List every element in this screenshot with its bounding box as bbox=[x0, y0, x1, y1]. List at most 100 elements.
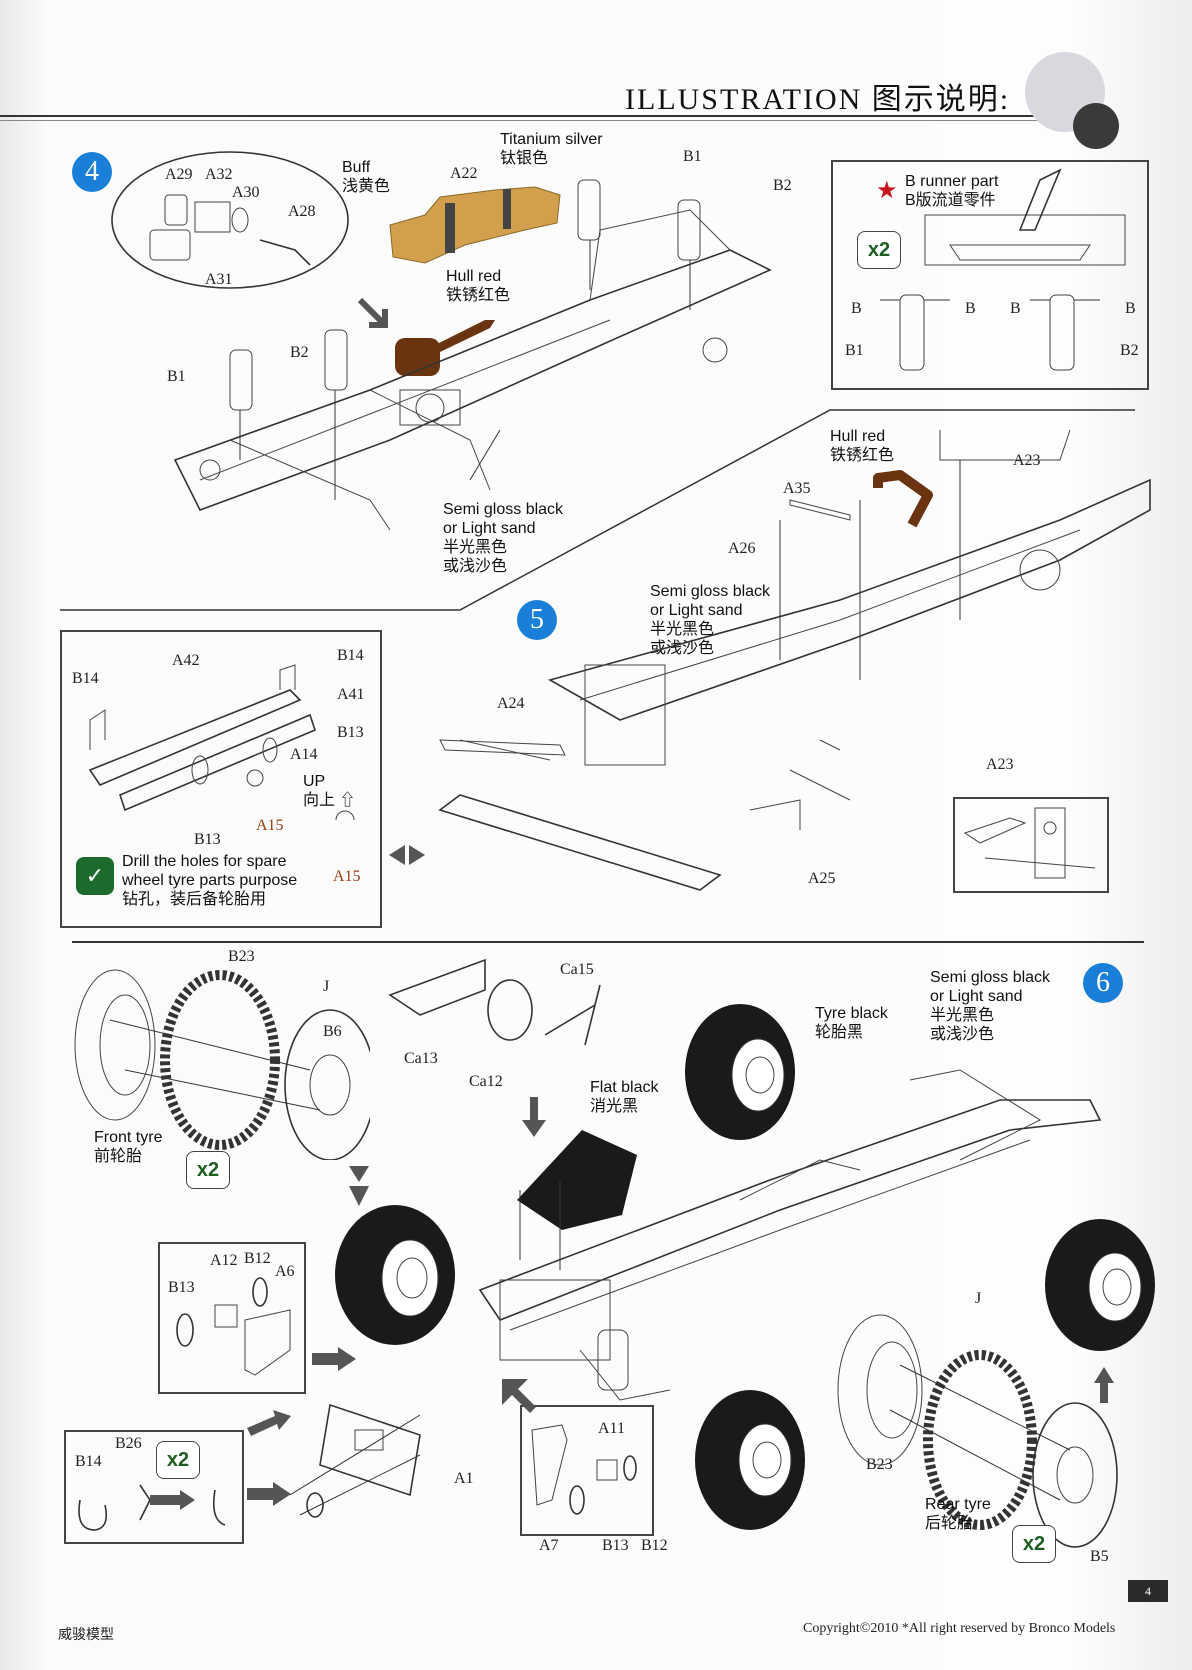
rear-tyre-label: Rear tyre 后轮胎 bbox=[925, 1496, 991, 1532]
part-label-b13-inset-a: B13 bbox=[168, 1279, 195, 1296]
front-tyre-exploded-drawing bbox=[74, 969, 370, 1160]
part-label-a14: A14 bbox=[290, 746, 318, 763]
shackle-inset-drawing bbox=[78, 1484, 226, 1531]
multiplier-badge-front-tyre: x2 bbox=[186, 1151, 230, 1189]
semi-gloss-note-step4: Semi gloss black or Light sand 半光黑色 或浅沙色 bbox=[443, 501, 564, 575]
direction-arrow-icon bbox=[522, 1097, 546, 1137]
page-title: ILLUSTRATION 图示说明: bbox=[625, 83, 1011, 116]
tow-hook-inset-drawing bbox=[176, 1277, 291, 1376]
direction-arrow-icon bbox=[389, 845, 425, 865]
step-6-chassis-drawing bbox=[478, 1069, 1102, 1401]
step-4-badge: 4 bbox=[72, 152, 112, 192]
part-label-a28: A28 bbox=[288, 203, 316, 220]
part-label-ca12: Ca12 bbox=[469, 1073, 503, 1090]
part-label-j-rear: J bbox=[975, 1290, 982, 1307]
part-label-a12: A12 bbox=[210, 1252, 238, 1269]
b-runner-note: B runner part B版流道零件 bbox=[905, 173, 999, 209]
runner-cutting-diagram bbox=[924, 168, 1126, 266]
part-label-b13-bottom: B13 bbox=[194, 831, 221, 848]
direction-arrow-icon bbox=[247, 1482, 291, 1506]
hull-red-note-step5: Hull red 铁锈红色 bbox=[830, 428, 895, 464]
step-4-chassis-drawing bbox=[173, 179, 772, 531]
part-label-b14-left: B14 bbox=[72, 670, 99, 687]
star-icon: ★ bbox=[876, 177, 898, 204]
part-label-a1: A1 bbox=[454, 1470, 474, 1487]
part-label-ca13: Ca13 bbox=[404, 1050, 438, 1067]
part-label-b2-step4-right: B2 bbox=[773, 177, 792, 194]
front-tyre-label: Front tyre 前轮胎 bbox=[94, 1129, 163, 1165]
gate-label-b-1: B bbox=[851, 300, 862, 317]
front-tyre-assembled-right bbox=[685, 1004, 795, 1140]
rear-tyre-exploded-drawing bbox=[837, 1314, 1118, 1548]
rear-tow-inset-drawing bbox=[531, 1424, 637, 1515]
part-label-b2-step4: B2 bbox=[290, 344, 309, 361]
b-runner-box bbox=[831, 160, 1149, 390]
titanium-silver-note: Titanium silver 钛银色 bbox=[500, 131, 603, 167]
part-label-b6: B6 bbox=[323, 1023, 342, 1040]
fuel-tank-part-a22 bbox=[389, 186, 561, 264]
rear-tyre-assembled-left bbox=[695, 1390, 805, 1530]
part-label-a42: A42 bbox=[172, 652, 200, 669]
seat-parts-drawing bbox=[388, 958, 601, 1046]
direction-arrow-icon bbox=[502, 1379, 536, 1413]
part-label-b1-step4: B1 bbox=[167, 368, 186, 385]
multiplier-badge-rear-tyre: x2 bbox=[1012, 1525, 1056, 1563]
part-label-a23-inset: A23 bbox=[986, 756, 1014, 773]
rear-tow-inset-box bbox=[520, 1405, 654, 1536]
part-label-a22: A22 bbox=[450, 165, 478, 182]
front-tyre-assembled-left bbox=[335, 1205, 455, 1345]
exhaust-pipe-part-a35 bbox=[873, 470, 933, 528]
part-label-a29: A29 bbox=[165, 166, 193, 183]
step-5-badge: 5 bbox=[517, 600, 557, 640]
part-label-a24: A24 bbox=[497, 695, 525, 712]
semi-gloss-note-step5: Semi gloss black or Light sand 半光黑色 或浅沙色 bbox=[650, 583, 771, 657]
hull-red-note-step4: Hull red 铁锈红色 bbox=[446, 268, 511, 304]
brand-chinese: 威骏模型 bbox=[58, 1628, 114, 1643]
part-label-j-front: J bbox=[323, 978, 330, 995]
buff-color-note: Buff 浅黄色 bbox=[342, 159, 391, 195]
copyright-notice: Copyright©2010 *All right reserved by Br… bbox=[803, 1621, 1116, 1636]
gate-label-b-3: B bbox=[1010, 300, 1021, 317]
step-separator-diagonal bbox=[60, 409, 1135, 611]
part-label-b13-right: B13 bbox=[337, 724, 364, 741]
bumper-detail-box bbox=[60, 630, 382, 928]
tow-hook-inset-box bbox=[158, 1242, 306, 1394]
part-label-b5: B5 bbox=[1090, 1548, 1109, 1565]
part-label-a11: A11 bbox=[598, 1420, 625, 1437]
part-label-b26: B26 bbox=[115, 1435, 142, 1452]
header-rule-thin bbox=[0, 120, 1060, 121]
direction-arrow-icon bbox=[247, 1410, 291, 1436]
bumper-assembly-drawing bbox=[88, 664, 355, 820]
direction-arrow-icon bbox=[357, 297, 388, 328]
part-label-b23-front: B23 bbox=[228, 948, 255, 965]
part-label-a32: A32 bbox=[205, 166, 233, 183]
drill-holes-note: Drill the holes for spare wheel tyre par… bbox=[122, 853, 298, 908]
multiplier-badge-runner: x2 bbox=[857, 231, 901, 269]
gate-label-b-4: B bbox=[1125, 300, 1136, 317]
part-label-b12-inset-c: B12 bbox=[641, 1537, 668, 1554]
tyre-black-note: Tyre black 轮胎黑 bbox=[815, 1005, 888, 1041]
decorative-circle-dark bbox=[1073, 103, 1119, 149]
part-label-b14-right: B14 bbox=[337, 647, 364, 664]
part-label-a41: A41 bbox=[337, 686, 365, 703]
part-label-b1-step4-right: B1 bbox=[683, 148, 702, 165]
page-number: 4 bbox=[1128, 1580, 1168, 1602]
part-label-a35: A35 bbox=[783, 480, 811, 497]
direction-arrow-icon bbox=[349, 1166, 369, 1206]
header-rule bbox=[0, 115, 1060, 117]
gate-label-b-2: B bbox=[965, 300, 976, 317]
part-label-a31: A31 bbox=[205, 271, 233, 288]
step-6-badge: 6 bbox=[1083, 963, 1123, 1003]
part-label-b12-inset-a: B12 bbox=[244, 1250, 271, 1267]
drill-icon: ✓ bbox=[76, 857, 114, 895]
part-label-ca15: Ca15 bbox=[560, 961, 594, 978]
skid-plate-part-flat-black bbox=[517, 1130, 637, 1230]
direction-arrow-icon bbox=[312, 1347, 356, 1371]
part-label-a6: A6 bbox=[275, 1263, 295, 1280]
a23-inset-box bbox=[953, 797, 1109, 893]
step-separator bbox=[72, 941, 1144, 943]
flat-black-note: Flat black 消光黑 bbox=[590, 1079, 659, 1115]
rear-tyre-assembled-right bbox=[1045, 1219, 1155, 1351]
shock-b-gates-diagram bbox=[880, 294, 1100, 371]
part-label-a26: A26 bbox=[728, 540, 756, 557]
